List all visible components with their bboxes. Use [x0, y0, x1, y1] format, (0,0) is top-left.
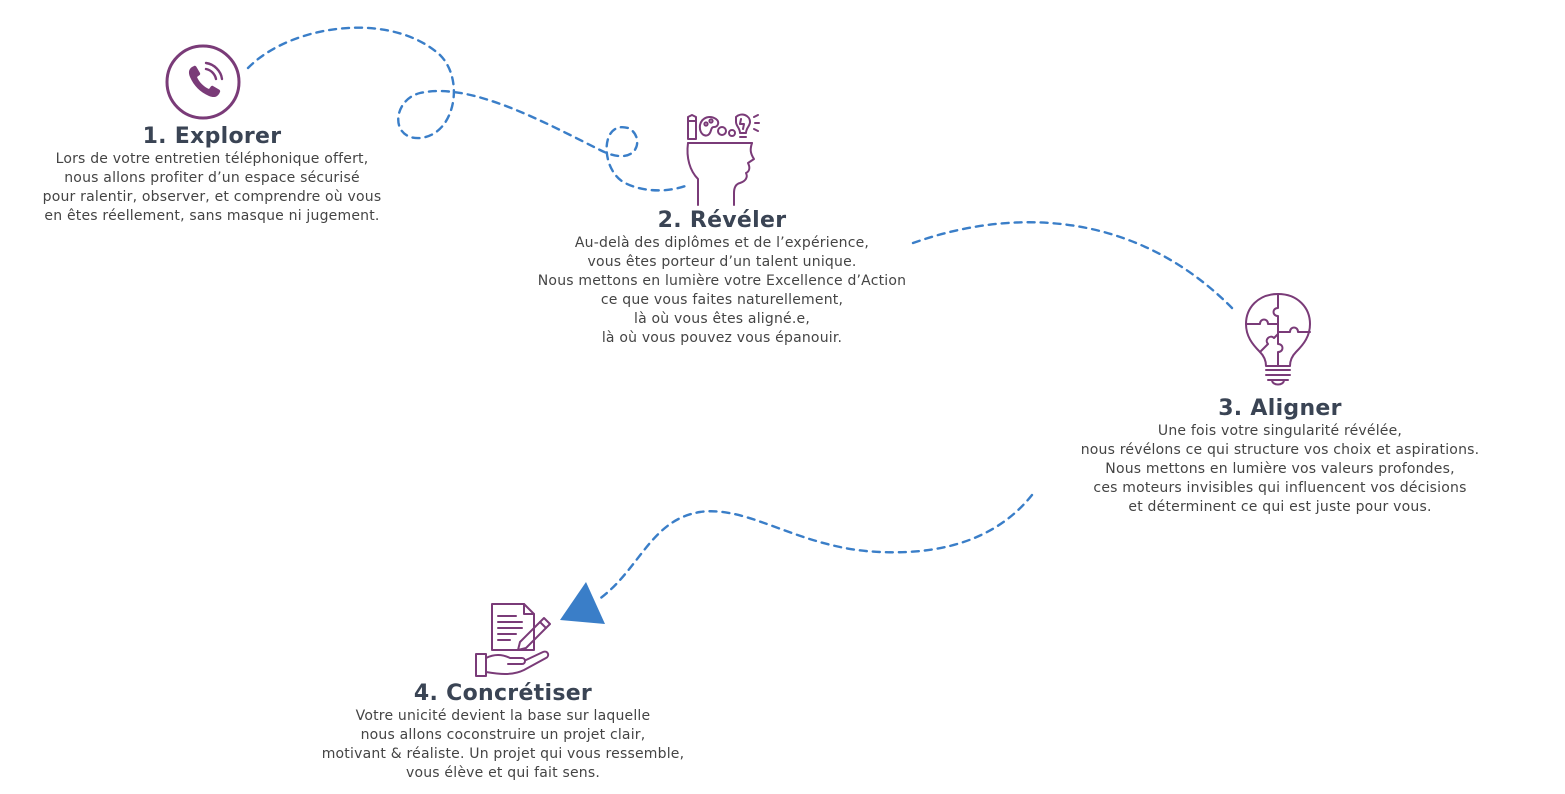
step-line: nous révélons ce qui structure vos choix… — [1080, 442, 1480, 458]
step-reveler: 2. Révéler Au-delà des diplômes et de l’… — [492, 208, 952, 348]
step-description: Au-delà des diplômes et de l’expérience,… — [492, 234, 952, 348]
step-line: en êtes réellement, sans masque ni jugem… — [44, 208, 380, 224]
step-title: 4. Concrétiser — [413, 681, 593, 706]
step-line: ce que vous faites naturellement, — [600, 292, 844, 308]
step-line: Votre unicité devient la base sur laquel… — [355, 708, 651, 724]
phone-icon — [165, 44, 241, 120]
step-line: là où vous pouvez vous épanouir. — [601, 330, 843, 346]
step-line: nous allons coconstruire un projet clair… — [360, 727, 646, 743]
step-line: Nous mettons en lumière vos valeurs prof… — [1105, 461, 1455, 477]
step-concretiser: 4. Concrétiser Votre unicité devient la … — [280, 681, 726, 783]
arrow-head — [560, 582, 605, 624]
step-line: vous êtes porteur d’un talent unique. — [587, 254, 857, 270]
step-description: Lors de votre entretien téléphonique off… — [3, 150, 421, 226]
connector-2-to-3 — [911, 221, 1234, 310]
step-line: Lors de votre entretien téléphonique off… — [55, 151, 369, 167]
connector-1-to-2 — [246, 26, 690, 192]
step-description: Votre unicité devient la base sur laquel… — [280, 707, 726, 783]
step-title: 2. Révéler — [657, 208, 787, 233]
step-explorer: 1. Explorer Lors de votre entretien télé… — [3, 124, 421, 226]
step-line: nous allons profiter d’un espace sécuris… — [64, 170, 360, 186]
step-line: Une fois votre singularité révélée, — [1157, 423, 1403, 439]
step-line: Au-delà des diplômes et de l’expérience, — [574, 235, 870, 251]
step-title: 3. Aligner — [1218, 396, 1342, 421]
puzzle-bulb-icon — [1245, 293, 1311, 386]
step-aligner: 3. Aligner Une fois votre singularité ré… — [1030, 396, 1530, 517]
step-line: pour ralentir, observer, et comprendre o… — [42, 189, 382, 205]
step-line: motivant & réaliste. Un projet qui vous … — [321, 746, 685, 762]
head-ideas-icon — [686, 113, 760, 206]
step-description: Une fois votre singularité révélée, nous… — [1030, 422, 1530, 517]
step-line: Nous mettons en lumière votre Excellence… — [537, 273, 907, 289]
step-line: et déterminent ce qui est juste pour vou… — [1128, 499, 1432, 515]
step-line: vous élève et qui fait sens. — [405, 765, 601, 781]
hand-document-icon — [475, 603, 551, 677]
step-line: là où vous êtes aligné.e, — [634, 311, 810, 327]
connector-3-to-4 — [596, 493, 1034, 602]
step-title: 1. Explorer — [142, 124, 282, 149]
step-line: ces moteurs invisibles qui influencent v… — [1093, 480, 1467, 496]
